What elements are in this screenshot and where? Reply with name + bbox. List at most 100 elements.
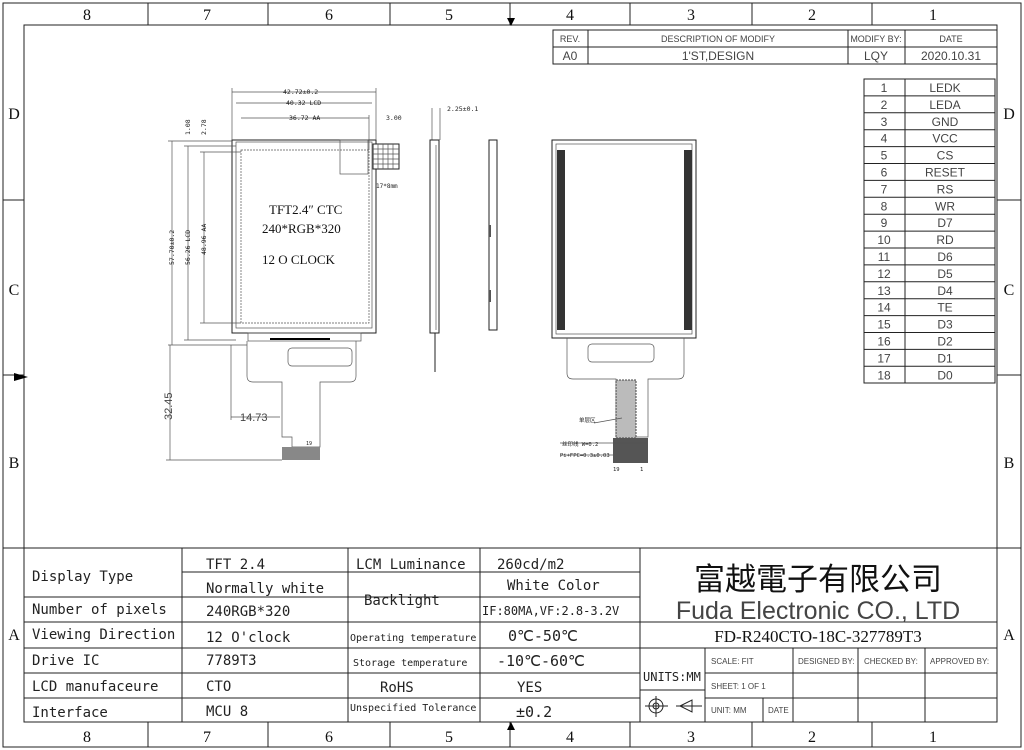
svg-text:DATE: DATE [768,706,789,715]
pin-number: 17 [877,351,891,365]
svg-text:富越電子有限公司: 富越電子有限公司 [694,562,942,597]
svg-text:LCM Luminance: LCM Luminance [356,557,466,573]
fpc-offset-label: 14.73 [240,412,268,424]
svg-text:1'ST,DESIGN: 1'ST,DESIGN [682,49,754,63]
svg-text:SCALE: FIT: SCALE: FIT [711,657,754,666]
svg-text:3.00: 3.00 [386,114,402,122]
pin-number: 8 [881,199,888,213]
svg-text:1: 1 [929,7,937,24]
dimension-lines [166,88,441,461]
svg-text:7: 7 [203,7,211,24]
svg-text:Normally white: Normally white [206,581,324,597]
pin-name: TE [937,301,952,315]
svg-text:0℃-50℃: 0℃-50℃ [508,627,578,645]
svg-text:3: 3 [687,7,695,24]
pin-name: VCC [932,132,958,146]
svg-text:56.26 LCD: 56.26 LCD [184,230,192,265]
pin-number: 6 [881,166,888,180]
title-block: 富越電子有限公司 Fuda Electronic CO., LTD FD-R24… [643,562,989,715]
svg-text:TFT 2.4: TFT 2.4 [206,557,265,573]
svg-text:Display Type: Display Type [32,569,133,585]
center-mark-bottom [507,722,515,730]
svg-text:MODIFY BY:: MODIFY BY: [850,34,901,44]
spec-left-labels: Display Type Number of pixels Viewing Di… [32,557,619,721]
svg-text:A: A [8,627,20,644]
svg-text:17*8mm: 17*8mm [376,183,398,190]
dimension-labels: 42.72±0.2 40.32 LCD 36.72 AA 3.00 2.25±0… [168,88,478,447]
svg-text:C: C [1004,282,1015,299]
svg-text:UNIT: MM: UNIT: MM [711,706,747,715]
front-view [231,139,400,460]
svg-text:DATE: DATE [939,34,962,44]
svg-text:Pi+FPC=0.3±0.03: Pi+FPC=0.3±0.03 [560,453,610,459]
svg-text:LCD manufaceure: LCD manufaceure [32,679,158,695]
svg-text:36.72 AA: 36.72 AA [289,114,320,122]
svg-text:19: 19 [613,467,620,473]
svg-text:19: 19 [306,441,312,447]
pin-name: CS [937,149,954,163]
svg-text:DESCRIPTION OF MODIFY: DESCRIPTION OF MODIFY [661,34,775,44]
center-mark-left [14,373,28,381]
svg-text:CTO: CTO [206,679,231,695]
svg-text:White Color: White Color [507,578,600,594]
pin-number: 2 [881,98,888,112]
pin-number: 15 [877,318,891,332]
svg-text:Operating temperature: Operating temperature [350,633,476,644]
svg-text:单层区: 单层区 [579,416,596,424]
svg-text:6: 6 [325,7,333,24]
pin-number: 12 [877,267,891,281]
svg-text:MCU 8: MCU 8 [206,704,248,720]
svg-text:5: 5 [445,7,453,24]
pin-name: D3 [937,318,953,332]
spec-table-grid [24,547,997,722]
svg-text:48.96 AA: 48.96 AA [200,224,208,255]
svg-text:A0: A0 [563,49,578,63]
svg-text:APPROVED BY:: APPROVED BY: [930,657,989,666]
svg-text:12 O CLOCK: 12 O CLOCK [262,252,336,267]
pin-number: 4 [881,132,888,146]
svg-text:C: C [9,282,20,299]
screen-text: TFT2.4″ CTC 240*RGB*320 12 O CLOCK [262,202,342,267]
svg-text:D: D [8,106,20,123]
svg-text:FD-R240CTO-18C-327789T3: FD-R240CTO-18C-327789T3 [714,627,921,646]
test-pad-grid [372,143,400,170]
pin-name: D2 [937,335,953,349]
svg-text:D: D [1003,106,1015,123]
pin-name: D5 [937,267,953,281]
back-view [551,139,697,463]
svg-text:8: 8 [83,7,91,24]
svg-text:TFT2.4″ CTC: TFT2.4″ CTC [269,202,342,217]
svg-text:2020.10.31: 2020.10.31 [921,49,981,63]
pin-number: 13 [877,284,891,298]
projection-symbol-icon [645,696,702,717]
pin-name: RESET [925,166,966,180]
pin-name: D6 [937,250,953,264]
svg-text:4: 4 [566,729,574,746]
svg-text:Storage temperature: Storage temperature [353,658,467,669]
svg-text:LQY: LQY [864,49,888,63]
svg-text:CHECKED BY:: CHECKED BY: [864,657,918,666]
side-views [429,139,498,372]
svg-text:RoHS: RoHS [380,680,414,696]
svg-text:Fuda Electronic CO., LTD: Fuda Electronic CO., LTD [676,597,960,625]
pin-name: LEDK [929,81,960,95]
svg-text:-10℃-60℃: -10℃-60℃ [497,652,585,670]
svg-text:1: 1 [640,467,643,473]
svg-text:42.72±0.2: 42.72±0.2 [283,88,318,96]
svg-text:Drive IC: Drive IC [32,653,99,669]
svg-text:A: A [1003,627,1015,644]
svg-text:40.32 LCD: 40.32 LCD [286,99,321,107]
svg-text:B: B [1004,455,1015,472]
svg-text:7: 7 [203,729,211,746]
svg-text:UNITS:MM: UNITS:MM [643,670,701,684]
pin-number: 5 [881,149,888,163]
